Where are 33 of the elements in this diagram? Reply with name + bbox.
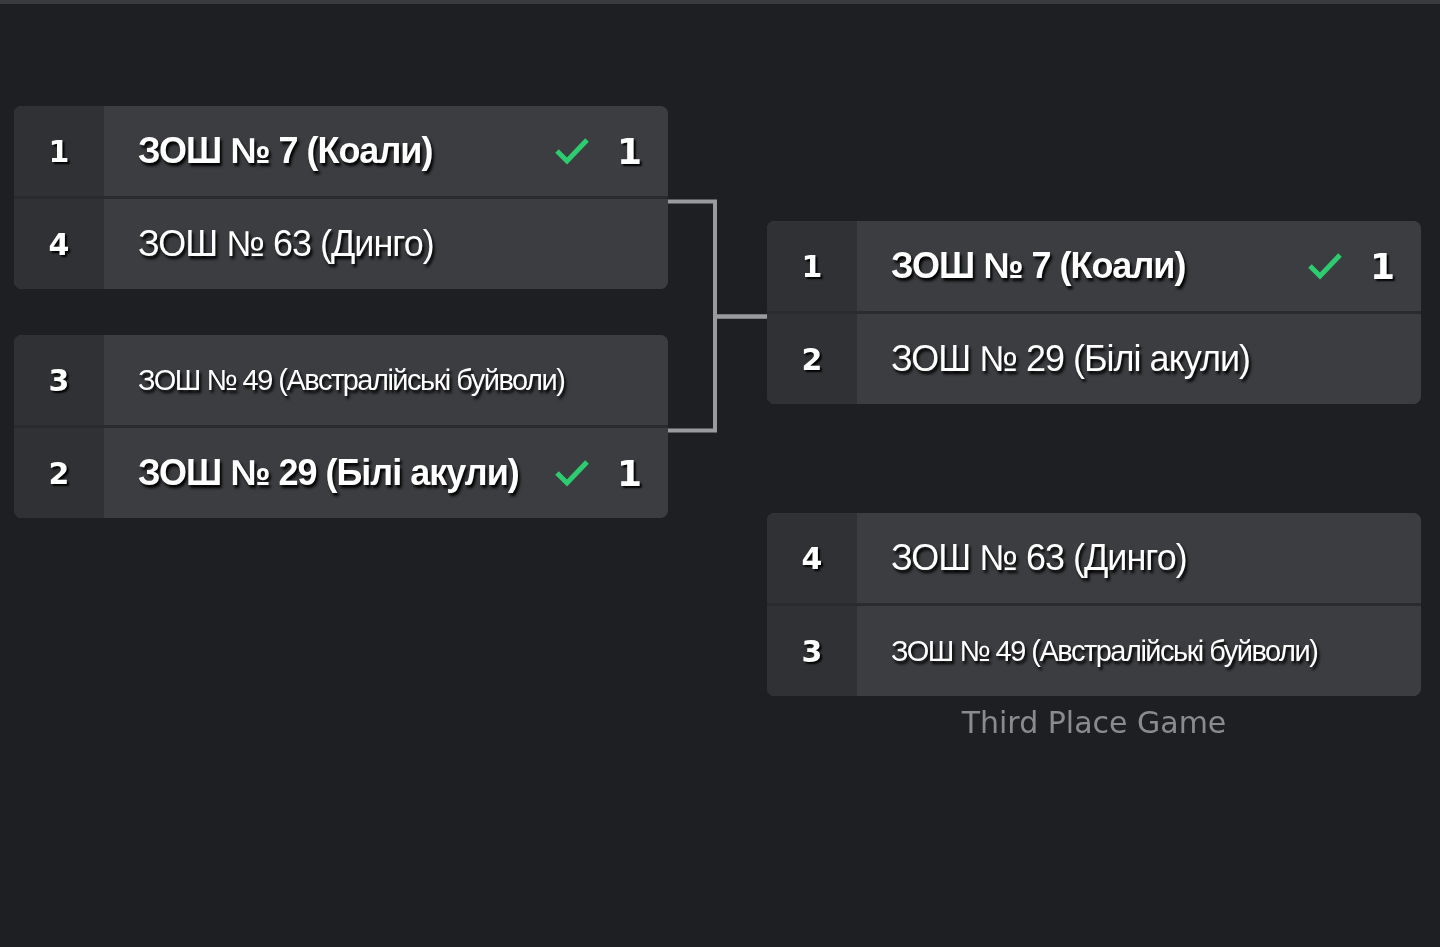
seed-number: 1 <box>767 221 857 311</box>
match-card <box>14 106 668 289</box>
team-row <box>767 513 1421 603</box>
team-row <box>14 106 668 196</box>
score: 1 <box>1369 245 1395 287</box>
team-name: ЗОШ № 7 (Коали) <box>138 130 433 172</box>
match-card <box>767 221 1421 404</box>
match-card <box>14 335 668 518</box>
team-name: ЗОШ № 29 (Білі акули) <box>138 452 519 494</box>
score: 1 <box>616 130 642 172</box>
seed-number: 2 <box>767 314 857 404</box>
team-name: ЗОШ № 29 (Білі акули) <box>891 338 1251 380</box>
match-caption: Third Place Game <box>960 705 1228 740</box>
team-row <box>767 221 1421 311</box>
seed-number: 1 <box>14 106 104 196</box>
team-row <box>14 425 668 518</box>
team-name: ЗОШ № 49 (Австралійські буйволи) <box>891 634 1318 668</box>
seed-number: 3 <box>767 606 857 696</box>
seed-number: 3 <box>14 335 104 425</box>
team-name: ЗОШ № 63 (Динго) <box>138 223 434 265</box>
bracket-line <box>668 314 767 433</box>
team-row <box>14 335 668 425</box>
seed-number: 4 <box>14 199 104 289</box>
team-row <box>767 311 1421 404</box>
team-name: ЗОШ № 49 (Австралійські буйволи) <box>138 363 565 397</box>
match-card <box>767 513 1421 696</box>
score: 1 <box>616 452 642 494</box>
seed-number: 2 <box>14 428 104 518</box>
team-name: ЗОШ № 63 (Динго) <box>891 537 1187 579</box>
team-row <box>767 603 1421 696</box>
team-row <box>14 196 668 289</box>
team-name: ЗОШ № 7 (Коали) <box>891 245 1186 287</box>
seed-number: 4 <box>767 513 857 603</box>
